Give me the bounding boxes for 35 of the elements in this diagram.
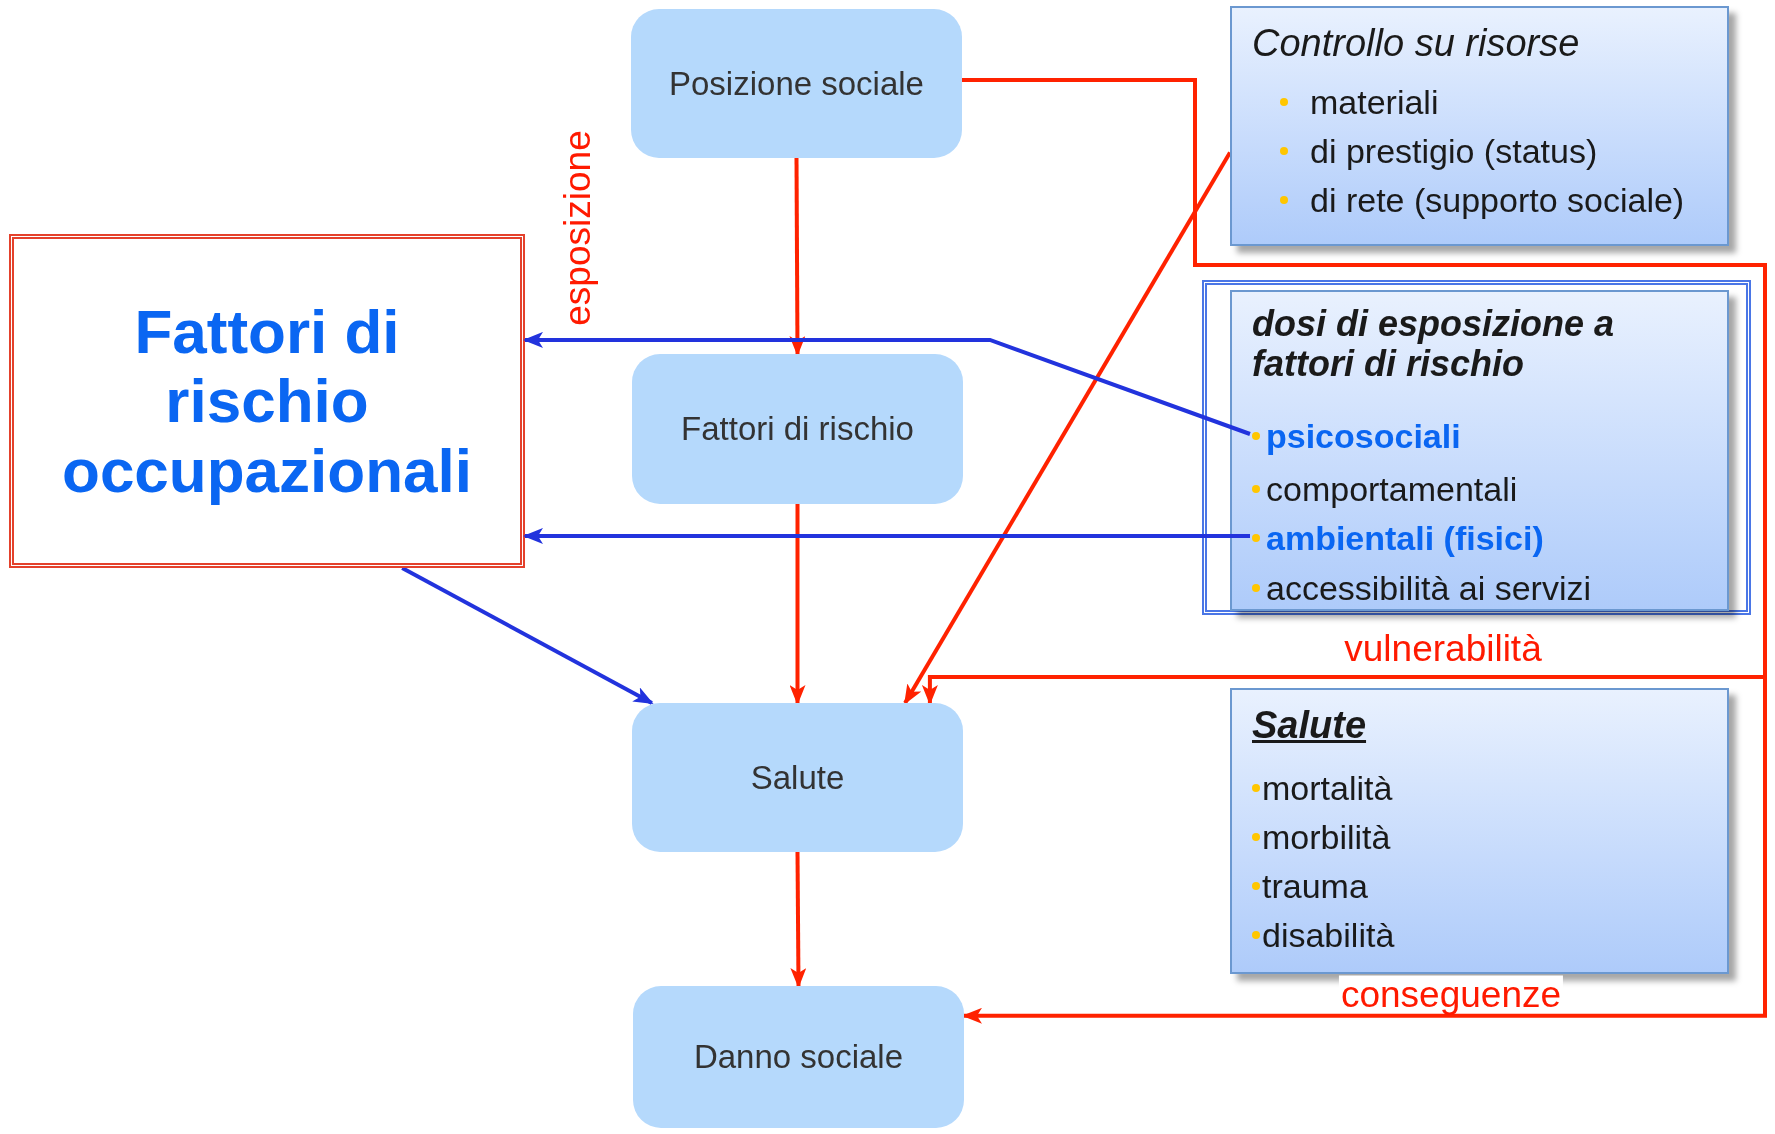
arrow xyxy=(523,331,1251,436)
box-label: Fattori di rischio xyxy=(681,409,914,450)
arrow xyxy=(903,151,1232,705)
process-box xyxy=(633,986,964,1128)
arrow xyxy=(789,504,806,705)
arrow xyxy=(523,527,1250,544)
list-item-text: mortalità xyxy=(1262,767,1393,809)
info-panel xyxy=(1230,6,1729,246)
box-heading: Fattori di rischio occupazionali xyxy=(61,296,473,506)
list-item-text: di rete (supporto sociale) xyxy=(1310,179,1685,221)
rotated-label: esposizione xyxy=(558,130,596,326)
process-box xyxy=(632,703,963,852)
list-item-text: materiali xyxy=(1310,81,1439,123)
info-panel xyxy=(1230,688,1729,974)
list-item-text: comportamentali xyxy=(1266,468,1518,510)
panel-title: Salute xyxy=(1252,703,1367,748)
arrow xyxy=(401,566,654,705)
box-label: Salute xyxy=(750,757,845,798)
panel-title: dosi di esposizione a fattori di rischio xyxy=(1252,304,1616,384)
list-item-text: accessibilità ai servizi xyxy=(1266,567,1591,609)
process-box xyxy=(632,354,963,504)
process-box xyxy=(631,9,962,158)
list-item-text: morbilità xyxy=(1262,816,1391,858)
highlight-box xyxy=(9,234,525,568)
arrow xyxy=(789,158,806,356)
list-item-text: psicosociali xyxy=(1266,415,1461,457)
list-item-text: ambientali (fisici) xyxy=(1266,517,1544,559)
list-item-text: di prestigio (status) xyxy=(1310,130,1598,172)
box-label: Danno sociale xyxy=(693,1037,904,1078)
panel-title: Controllo su risorse xyxy=(1252,21,1580,66)
arrow xyxy=(790,852,807,988)
list-item-text: disabilità xyxy=(1262,914,1395,956)
box-label: Posizione sociale xyxy=(669,63,924,104)
arrow xyxy=(962,78,1767,1024)
list-item-text: trauma xyxy=(1262,865,1368,907)
